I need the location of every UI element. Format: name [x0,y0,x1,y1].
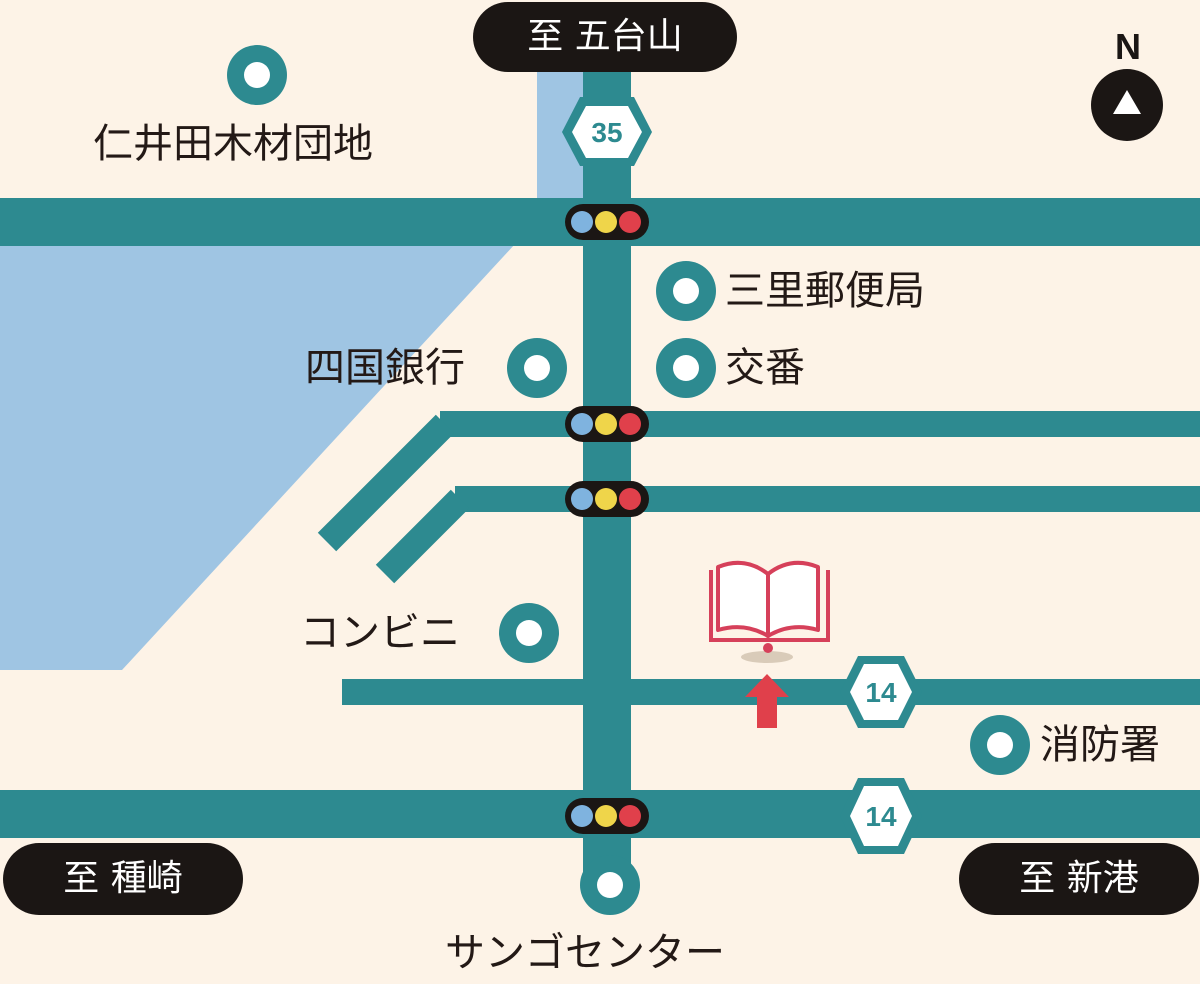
road-middle-1-diagonal [317,414,455,552]
route-14-number-lower: 14 [865,801,897,832]
landmark-label-convenience-store: コンビニ [300,610,460,656]
landmark-marker-nii-timber [227,45,287,105]
open-book-icon [709,560,830,663]
landmark-label-sango-center: サンゴセンター [445,930,725,976]
road-middle-1 [440,411,1200,437]
road-network [0,70,1200,878]
landmark-marker-fire-station [970,715,1030,775]
compass-north-label: N [1115,26,1141,67]
landmark-label-police-box: 交番 [725,345,805,391]
destination-pill-north: 至 五台山 [473,2,737,72]
landmark-label-nii-timber: 仁井田木材団地 [93,121,373,167]
landmark-marker-post-office [656,261,716,321]
road-middle-2-diagonal [375,489,470,584]
traffic-signal-2 [565,406,649,442]
traffic-signal-1 [565,204,649,240]
destination-pill-southeast: 至 新港 [959,843,1199,915]
route-35-shield: 35 [562,97,652,166]
up-arrow-icon [745,674,789,728]
landmark-label-shikoku-bank: 四国銀行 [305,345,465,391]
landmark-label-fire-station: 消防署 [1040,722,1160,768]
landmark-marker-sango-center [580,855,640,915]
landmark-marker-convenience-store [499,603,559,663]
landmark-marker-police-box [656,338,716,398]
main-north-south-road [583,70,631,878]
traffic-signal-3 [565,481,649,517]
landmark-label-post-office: 三里郵便局 [725,268,925,314]
route-14-shield-lower: 14 [840,778,922,854]
traffic-signal-4 [565,798,649,834]
north-arrow-icon [1091,69,1163,141]
landmark-marker-shikoku-bank [507,338,567,398]
destination-pill-southwest: 至 種崎 [3,843,243,915]
route-14-number-upper: 14 [865,677,897,708]
water-area [0,244,515,670]
route-14-shield-upper: 14 [840,656,922,728]
route-35-number: 35 [591,117,622,148]
